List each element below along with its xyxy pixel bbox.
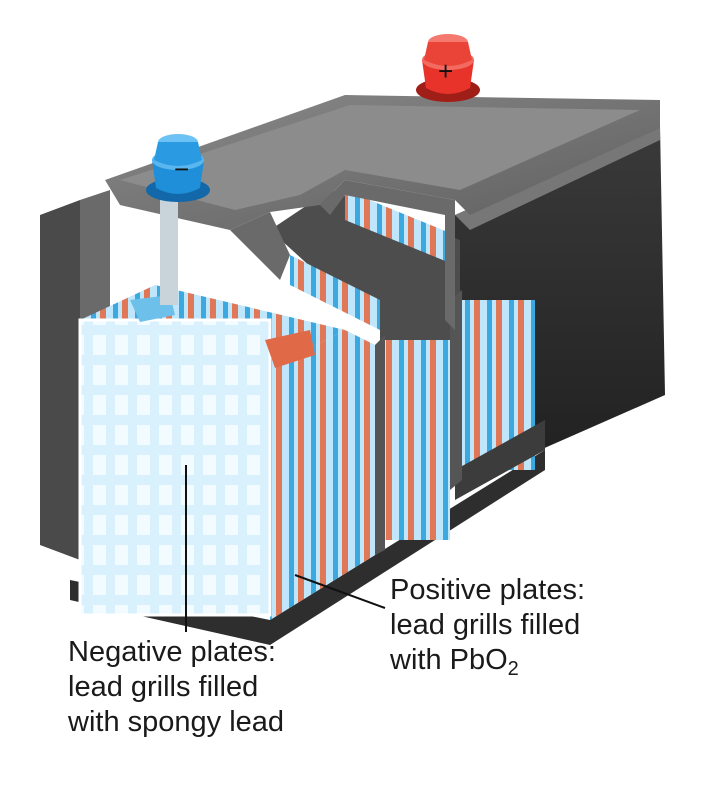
positive-label-formula: with PbO xyxy=(390,644,508,676)
negative-label-line2: lead grills filled xyxy=(68,671,259,703)
back-cells xyxy=(270,190,545,540)
positive-label-line3: with PbO2 xyxy=(390,643,585,687)
cell-divider xyxy=(450,290,462,490)
positive-plates-leader-line xyxy=(294,574,386,609)
positive-terminal: + xyxy=(416,34,480,102)
negative-symbol: − xyxy=(174,154,189,184)
negative-plates-label: Negative plates: lead grills filled with… xyxy=(68,635,284,740)
negative-label-line1: Negative plates: xyxy=(68,636,276,668)
negative-plate-grid xyxy=(78,318,272,617)
negative-terminal-post xyxy=(160,200,178,305)
cell-divider xyxy=(375,335,385,555)
battery-case-floor xyxy=(70,450,545,645)
positive-plates-label: Positive plates: lead grills filled with… xyxy=(390,573,585,687)
battery-case-left-wall xyxy=(40,190,110,560)
negative-label-line3: with spongy lead xyxy=(68,706,285,738)
battery-lid xyxy=(105,95,660,330)
positive-label-line1: Positive plates: xyxy=(390,574,586,606)
positive-label-line2: lead grills filled xyxy=(390,609,581,641)
negative-terminal: − xyxy=(146,134,210,202)
positive-symbol: + xyxy=(438,56,453,86)
positive-label-subscript: 2 xyxy=(507,658,519,680)
front-cell xyxy=(78,285,375,620)
